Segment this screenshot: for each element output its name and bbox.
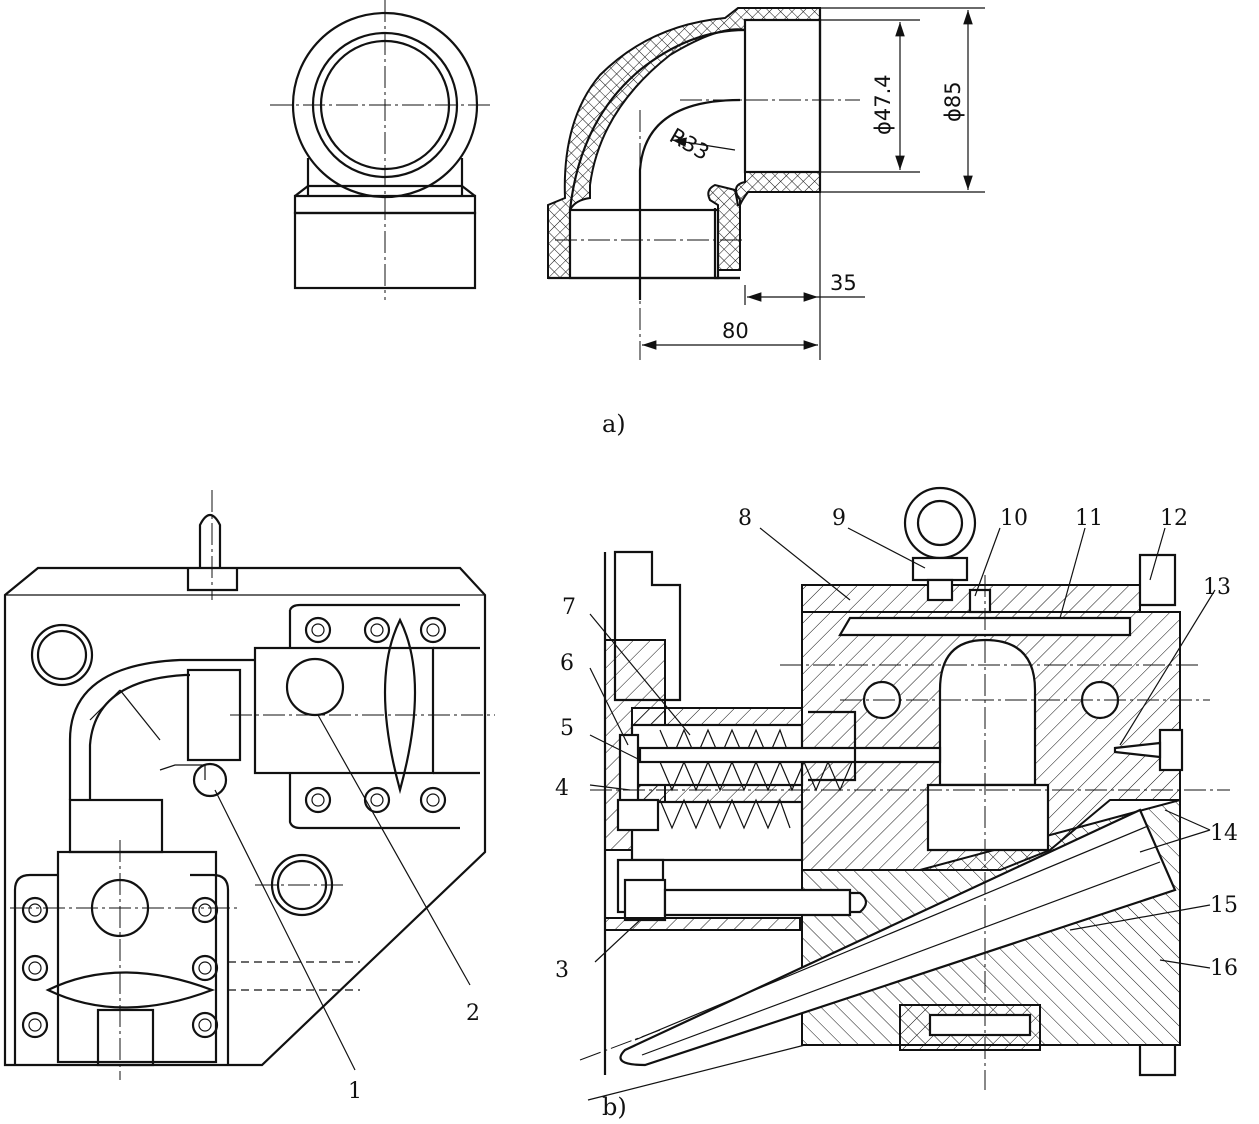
elbow-section-view	[547, 7, 985, 360]
label-7: 7	[562, 595, 576, 620]
mold-front-view	[3, 490, 495, 1080]
caption-b: b)	[602, 1093, 627, 1121]
caption-a: a)	[602, 410, 626, 438]
label-13: 13	[1203, 575, 1231, 600]
spring-lower	[659, 798, 791, 830]
bolt-row-bottom	[304, 786, 447, 814]
label-15: 15	[1210, 893, 1238, 918]
label-1: 1	[348, 1079, 362, 1104]
label-10: 10	[1000, 506, 1028, 531]
label-6: 6	[560, 651, 574, 676]
dim-80: 80	[722, 319, 749, 343]
label-16: 16	[1210, 956, 1238, 981]
label-9: 9	[832, 506, 846, 531]
dim-outer-diameter: ϕ85	[941, 81, 965, 122]
bolt-col-left	[21, 896, 49, 1039]
dim-35: 35	[830, 271, 857, 295]
label-14: 14	[1210, 821, 1238, 846]
label-12: 12	[1160, 506, 1188, 531]
label-3: 3	[555, 958, 569, 983]
label-5: 5	[560, 716, 574, 741]
elbow-end-view	[270, 0, 490, 300]
label-11: 11	[1075, 506, 1103, 531]
bolt-col-right	[191, 896, 219, 1039]
label-4: 4	[555, 776, 569, 801]
label-2: 2	[466, 1001, 480, 1026]
label-8: 8	[738, 506, 752, 531]
mold-section-view	[579, 486, 1230, 1101]
bolt-row-top	[304, 616, 447, 644]
dim-radius: R33	[666, 124, 714, 165]
dim-inner-diameter: ϕ47.4	[871, 74, 895, 135]
